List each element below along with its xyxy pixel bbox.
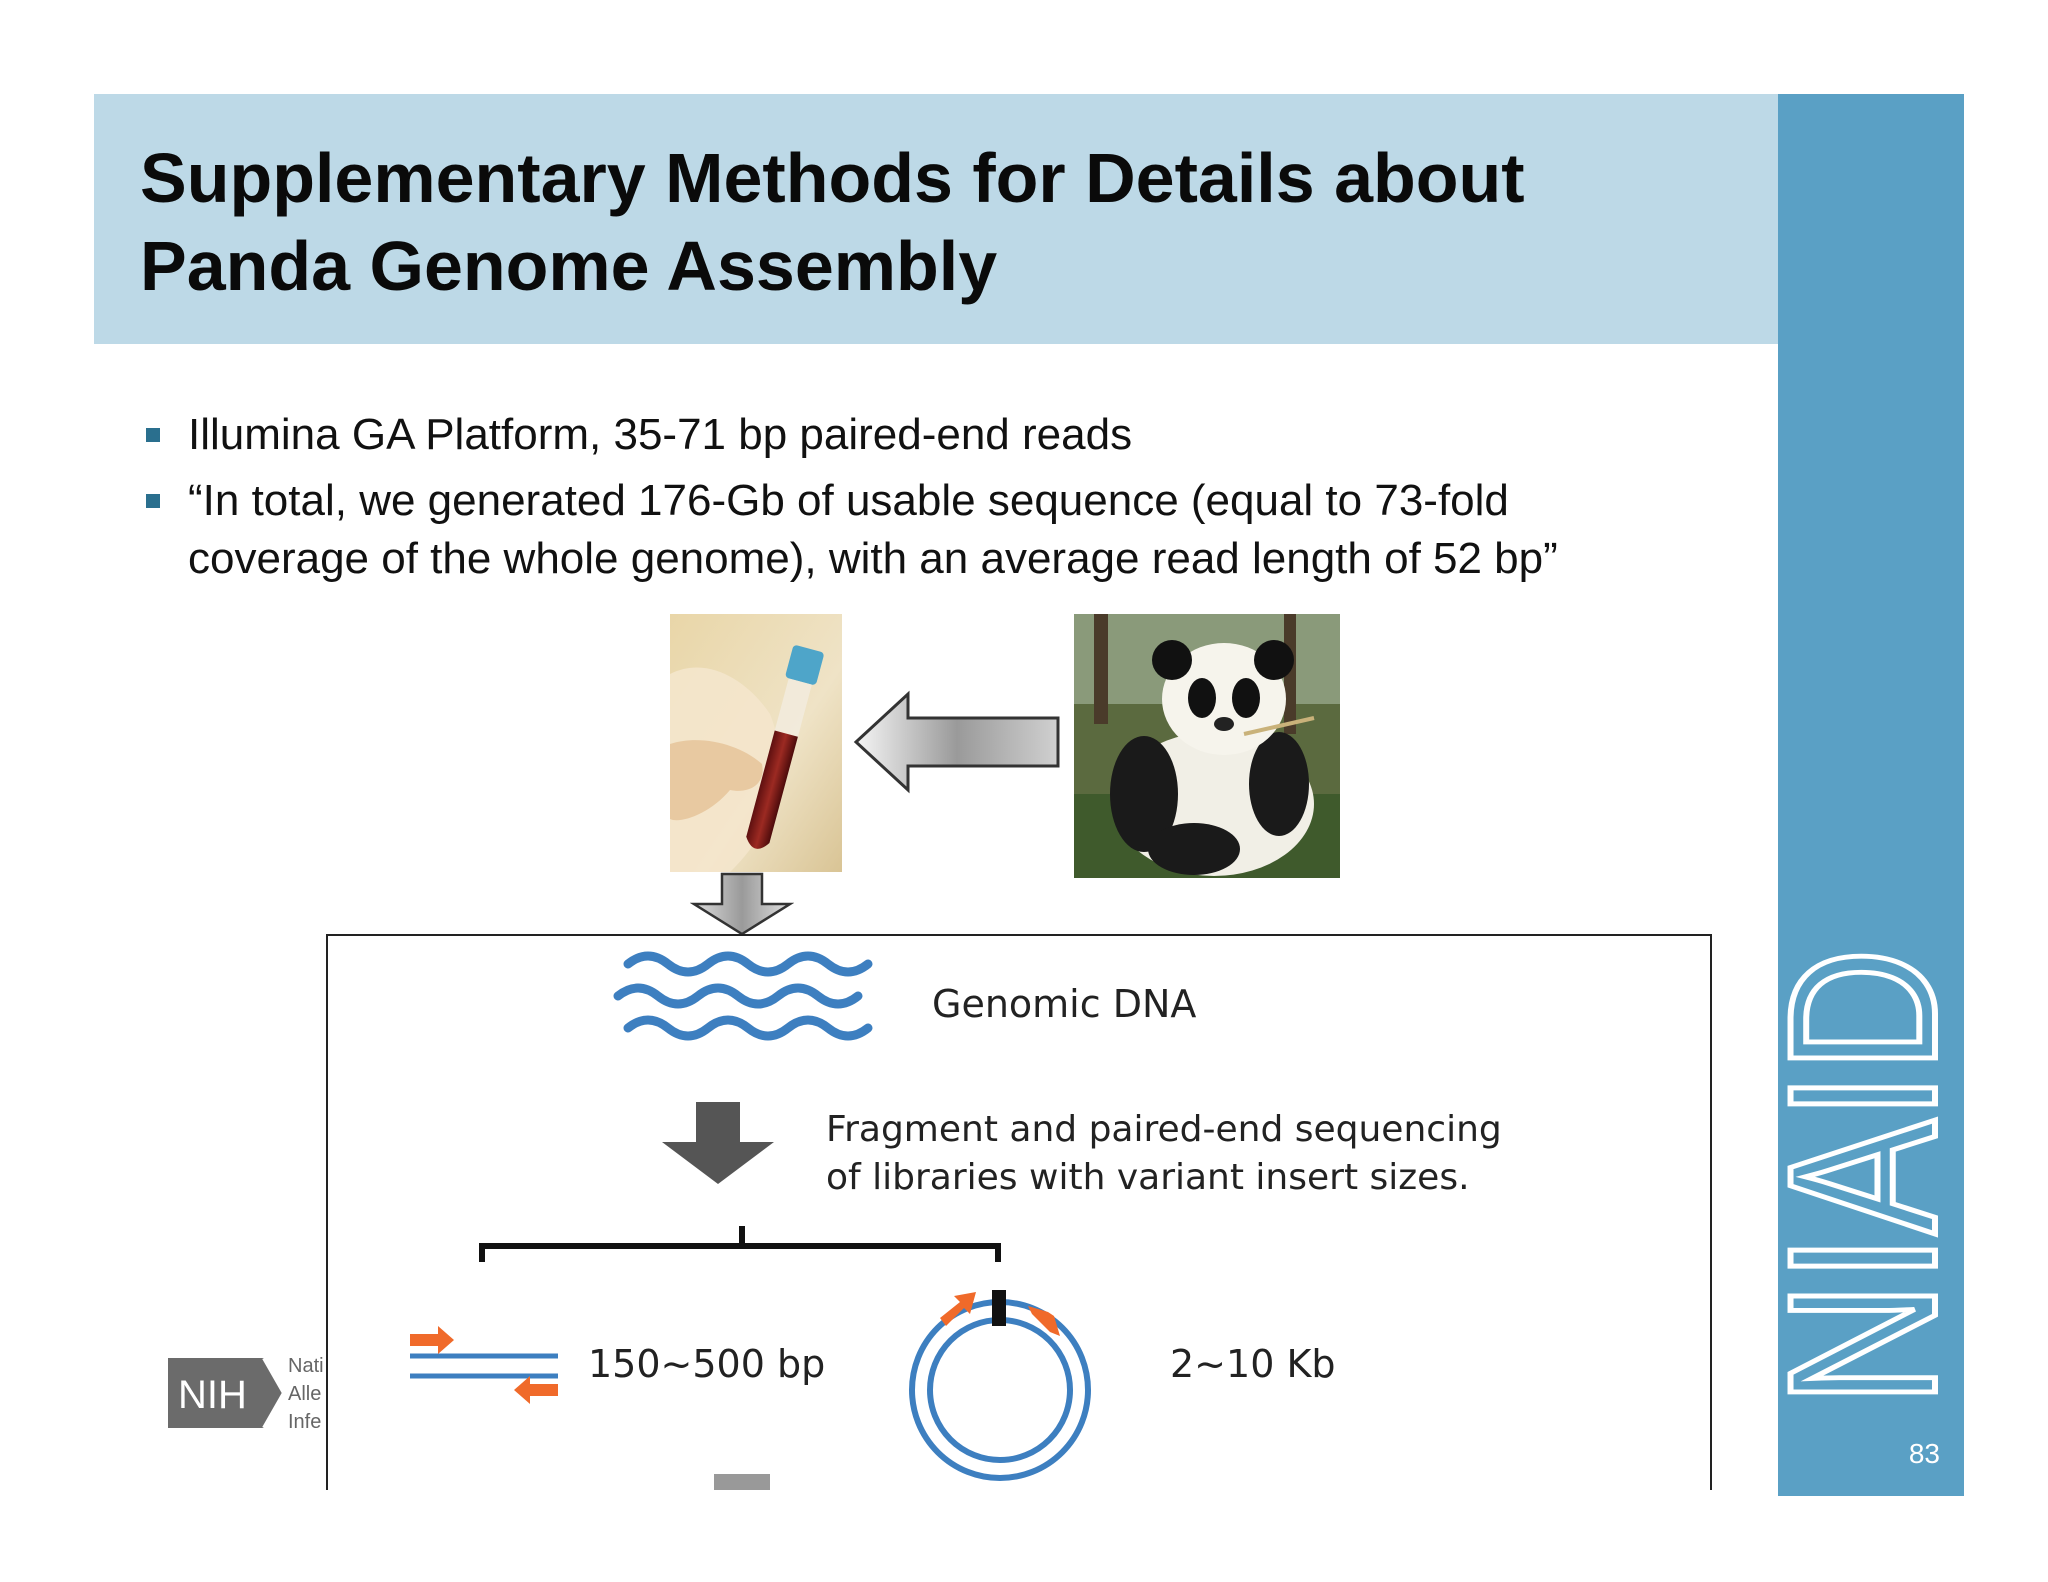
bracket-divider — [479, 1226, 1001, 1262]
dna-wave-icon — [613, 951, 873, 1041]
niaid-logo-text: NIAID — [1780, 948, 1962, 1406]
short-insert-size-label: 150~500 bp — [588, 1342, 826, 1386]
slide-title: Supplementary Methods for Details about … — [140, 134, 1700, 310]
figure-graphics — [410, 951, 1091, 1490]
niaid-logo: NIAID — [1780, 945, 1962, 1409]
down-arrow-icon — [690, 872, 794, 936]
blood-tube-photo — [670, 614, 842, 872]
next-step-arrow-stub — [714, 1474, 770, 1490]
side-band — [1778, 94, 1964, 1496]
short-insert-reads-icon — [410, 1326, 558, 1404]
bullet-text-2-continued: coverage of the whole genome), with an a… — [188, 534, 1558, 583]
nih-logo: NIH — [168, 1357, 287, 1429]
left-arrow-icon — [853, 690, 1060, 794]
genome-sequencing-figure: Genomic DNA Fragment and paired-end sequ… — [326, 934, 1712, 1490]
panda-photo — [1074, 614, 1340, 878]
title-line-2: Panda Genome Assembly — [140, 227, 998, 305]
institute-name-fragment: Nati Alle Infe — [288, 1355, 324, 1433]
long-insert-size-label: 2~10 Kb — [1170, 1342, 1336, 1386]
bullet-text-1: Illumina GA Platform, 35-71 bp paired-en… — [188, 410, 1133, 459]
genomic-dna-label: Genomic DNA — [932, 982, 1197, 1026]
fragment-label-line-1: Fragment and paired-end sequencing — [826, 1109, 1502, 1150]
title-band — [94, 94, 1778, 344]
bullet-text-2: “In total, we generated 176-Gb of usable… — [188, 476, 1509, 525]
circular-library-icon — [909, 1290, 1091, 1481]
nih-logo-text: NIH — [178, 1373, 247, 1417]
fragment-arrow-icon — [662, 1102, 774, 1184]
slide-number: 83 — [1908, 1438, 1940, 1469]
fragment-sequencing-label: Fragment and paired-end sequencing of li… — [826, 1106, 1502, 1202]
bullet-marker — [146, 428, 160, 442]
fragment-label-line-2: of libraries with variant insert sizes. — [826, 1157, 1470, 1198]
bullet-marker — [146, 494, 160, 508]
title-line-1: Supplementary Methods for Details about — [140, 139, 1525, 217]
